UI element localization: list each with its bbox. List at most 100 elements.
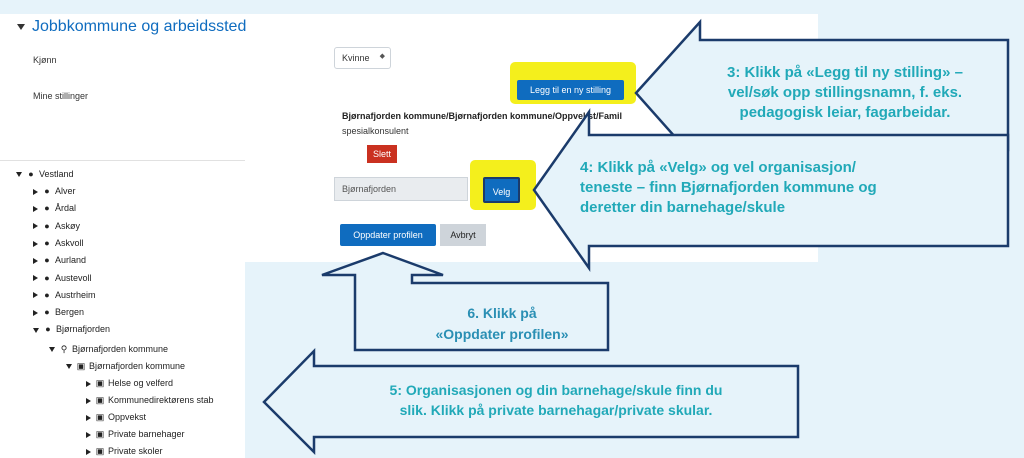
- briefcase-icon: ▣: [95, 412, 105, 422]
- tree-label: Austrheim: [55, 289, 96, 300]
- arrow-step6: [321, 251, 610, 352]
- briefcase-icon: ▣: [95, 446, 105, 456]
- callout-step6-line: «Oppdater profilen»: [435, 326, 569, 342]
- section-title[interactable]: Jobbkommune og arbeidssted: [32, 18, 247, 35]
- tree-node-municipality[interactable]: ● Alver: [33, 186, 76, 196]
- tree-label: Askvoll: [55, 237, 84, 248]
- map-pin-icon: ●: [44, 203, 50, 214]
- tree-label: Private barnehager: [108, 429, 185, 439]
- map-pin-icon: ●: [44, 186, 50, 196]
- section-collapse-icon[interactable]: [17, 24, 25, 30]
- tree-node-municipality[interactable]: ● Austevoll: [33, 273, 92, 283]
- tree-node-municipality[interactable]: ● Austrheim: [33, 290, 96, 300]
- callout-step4: 4: Klikk på «Velg» og vel organisasjon/ …: [580, 158, 1000, 218]
- tree-node-root[interactable]: ● Vestland: [16, 169, 74, 179]
- expanded-icon: [33, 327, 39, 333]
- map-pin-icon: ●: [44, 220, 50, 231]
- gender-select-value: Kvinne: [342, 53, 370, 63]
- tree-label: Kommunedirektørens stab: [108, 395, 214, 405]
- tree-node-municipality[interactable]: ● Bergen: [33, 307, 84, 317]
- map-pin-icon: ●: [45, 324, 51, 335]
- tree-node-municipality[interactable]: ● Årdal: [33, 203, 76, 213]
- tree-node-municipality[interactable]: ● Aurland: [33, 255, 86, 265]
- tree-node-unit[interactable]: ▣Kommunedirektørens stab: [86, 395, 214, 406]
- map-pin-icon: ●: [44, 289, 50, 300]
- arrow-step4: [532, 108, 1010, 272]
- tree-node-unit[interactable]: ▣Private skoler: [86, 446, 163, 457]
- organisation-tree: [0, 160, 245, 458]
- tree-node-unit[interactable]: ▣Oppvekst: [86, 412, 146, 423]
- map-pin-icon: ●: [44, 307, 50, 318]
- gender-label: Kjønn: [33, 55, 57, 65]
- tree-node-municipality[interactable]: ●Askvoll: [33, 238, 84, 248]
- briefcase-icon: ▣: [95, 378, 105, 388]
- organisation-input[interactable]: Bjørnafjorden: [334, 177, 468, 201]
- gender-select[interactable]: Kvinne ◆: [334, 47, 391, 69]
- tree-label: Askøy: [55, 220, 81, 231]
- collapsed-icon: [33, 223, 38, 230]
- update-profile-button[interactable]: Oppdater profilen: [340, 224, 436, 246]
- key-icon: ⚲: [60, 344, 68, 354]
- collapsed-icon: [33, 188, 38, 195]
- cancel-button[interactable]: Avbryt: [440, 224, 486, 246]
- add-position-button[interactable]: Legg til en ny stilling: [517, 80, 624, 100]
- callout-step3-line: 3: Klikk på «Legg til ny stilling» –: [727, 64, 963, 81]
- tree-label: Helse og velferd: [108, 378, 174, 388]
- callout-step3-line: vel/søk opp stillingsnamn, f. eks.: [727, 84, 963, 101]
- collapsed-icon: [33, 309, 38, 316]
- map-pin-icon: ●: [44, 255, 50, 266]
- map-pin-icon: ●: [28, 169, 34, 179]
- collapsed-icon: [33, 257, 38, 264]
- tree-node-unit[interactable]: ▣Helse og velferd: [86, 378, 173, 389]
- delete-button[interactable]: Slett: [367, 145, 397, 163]
- tree-label: Bjørnafjorden kommune: [89, 361, 186, 371]
- collapsed-icon: [33, 240, 38, 247]
- collapsed-icon: [33, 275, 38, 282]
- tree-label: Oppvekst: [108, 412, 147, 422]
- tree-label: Bjørnafjorden kommune: [72, 344, 169, 354]
- expanded-icon: [49, 347, 55, 353]
- choose-button[interactable]: Velg: [483, 177, 520, 203]
- callout-step4-line: deretter din barnehage/skule: [580, 199, 786, 216]
- tree-node-municipality[interactable]: ● Askøy: [33, 221, 80, 231]
- tree-label: Private skoler: [108, 446, 163, 456]
- callout-step6-line: 6. Klikk på: [467, 305, 537, 321]
- collapsed-icon: [33, 205, 38, 212]
- tree-label: Årdal: [55, 203, 77, 214]
- callout-step3: 3: Klikk på «Legg til ny stilling» – vel…: [680, 63, 1010, 123]
- callout-step3-line: pedagogisk leiar, fagarbeidar.: [739, 104, 951, 121]
- expanded-icon: [16, 172, 22, 178]
- callout-step4-line: 4: Klikk på «Velg» og vel organisasjon/: [580, 159, 856, 176]
- tree-label: Aurland: [55, 255, 87, 266]
- callout-step5: 5: Organisasjonen og din barnehage/skule…: [318, 380, 794, 420]
- collapsed-icon: [86, 380, 91, 387]
- select-caret-icon: ◆: [379, 53, 385, 60]
- map-pin-icon: ●: [44, 272, 50, 283]
- tree-label: Austevoll: [55, 272, 92, 283]
- expanded-icon: [66, 364, 72, 370]
- collapsed-icon: [86, 414, 91, 421]
- tree-node-unit[interactable]: ▣Private barnehager: [86, 429, 185, 440]
- tree-node-org-level1[interactable]: ⚲ Bjørnafjorden kommune: [49, 344, 168, 355]
- tree-label: Bjørnafjorden: [56, 324, 111, 335]
- callout-step4-line: teneste – finn Bjørnafjorden kommune og: [580, 179, 877, 196]
- collapsed-icon: [33, 292, 38, 299]
- tree-label: Bergen: [55, 307, 85, 318]
- collapsed-icon: [86, 397, 91, 404]
- callout-step5-line: slik. Klikk på private barnehagar/privat…: [399, 402, 713, 418]
- position-title: spesialkonsulent: [342, 126, 409, 136]
- position-path: Bjørnafjorden kommune/Bjørnafjorden komm…: [342, 111, 623, 121]
- tree-label: Vestland: [39, 169, 74, 179]
- collapsed-icon: [86, 448, 91, 455]
- tree-node-municipality[interactable]: ● Bjørnafjorden: [33, 324, 110, 334]
- tree-label: Alver: [55, 186, 76, 196]
- my-positions-label: Mine stillinger: [33, 91, 89, 101]
- briefcase-icon: ▣: [95, 395, 105, 405]
- briefcase-icon: ▣: [76, 361, 86, 371]
- collapsed-icon: [86, 431, 91, 438]
- arrow-step5: [262, 347, 800, 456]
- callout-step6: 6. Klikk på «Oppdater profilen»: [392, 303, 612, 345]
- tree-node-org-level2[interactable]: ▣Bjørnafjorden kommune: [66, 361, 185, 372]
